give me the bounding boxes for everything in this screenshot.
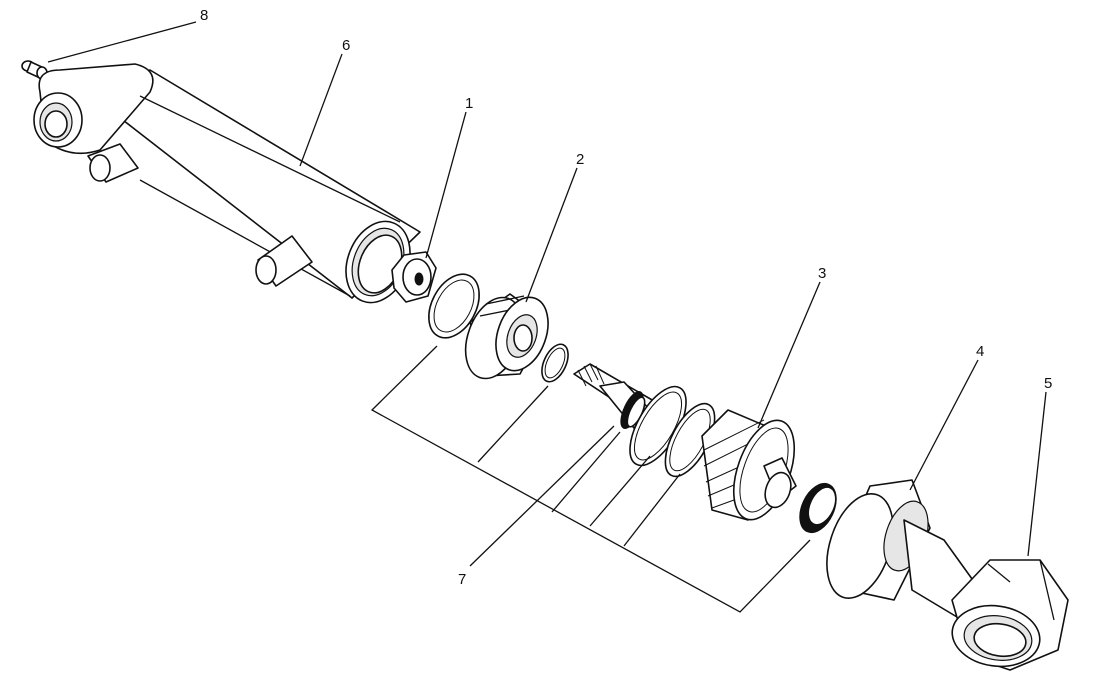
callout-6: 6 (342, 37, 350, 54)
piston (464, 293, 549, 380)
callout-4: 4 (976, 343, 984, 360)
leader-lines (47, 21, 1047, 613)
callout-1: 1 (465, 95, 473, 112)
callout-8: 8 (200, 7, 208, 24)
rod-eye (951, 559, 1069, 671)
hex-nut (391, 251, 437, 303)
o-ring (541, 343, 569, 383)
backup-ring (428, 273, 480, 339)
valve-body (701, 409, 797, 521)
threaded-rod (573, 363, 716, 478)
cylinder-barrel (33, 63, 421, 304)
rod-seal (799, 482, 837, 534)
callout-7: 7 (458, 571, 466, 588)
callout-labels: 8 6 1 2 3 4 5 7 (200, 7, 1052, 588)
callout-2: 2 (576, 151, 584, 168)
callout-5: 5 (1044, 375, 1052, 392)
callout-3: 3 (818, 265, 826, 282)
